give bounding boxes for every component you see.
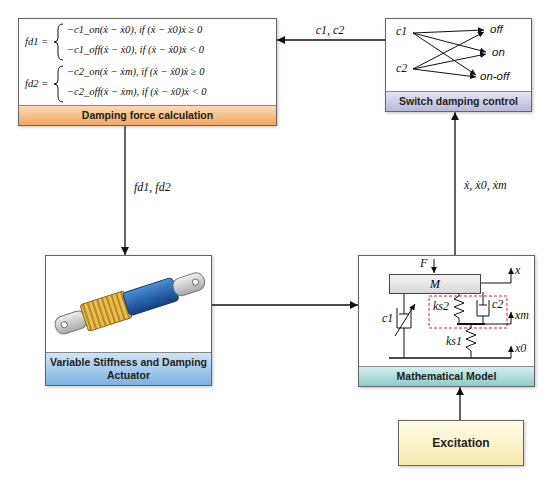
symbol-label: c2 [396,62,407,75]
symbol-label: x0 [515,342,526,355]
flow-arrow [212,304,358,305]
symbol-label: xm [515,309,529,322]
box-title: Switch damping control [399,95,518,107]
edge-label: fd1, fd2 [132,180,173,195]
formula-text: −c1_off(ẋ − ẋ0), if (ẋ − ẋ0)ẋ < 0 [67,44,204,56]
formula-text: −c1_on(ẋ − ẋ0), if (ẋ − ẋ0)ẋ ≥ 0 [67,24,202,36]
symbol-label: on-off [480,70,509,83]
symbol-label: off [490,23,503,36]
switch-arrows [413,30,486,77]
box-title: Damping force calculation [82,109,213,121]
symbol-label: c1 [382,312,393,325]
flow-arrow [124,126,125,255]
edge-label: ẋ, ẋ0, ẋm [462,178,509,193]
symbol-label: on [492,46,505,59]
process-box: fd1 = −c1_on(ẋ − ẋ0), if (ẋ − ẋ0)ẋ ≥ 0 −c1… [18,18,277,126]
formula-text: −c2_off(ẋ − ẋm), if (ẋ − ẋ0)ẋ < 0 [67,86,206,98]
symbol-label: ks2 [433,300,449,313]
symbol-label: ks1 [446,335,462,348]
formula-braces [54,24,63,102]
mass-block: M [389,274,481,294]
formula-text: fd2 = [25,78,48,90]
symbol-label: F [420,257,427,270]
process-box: c1 c2 off on on-offSwitch damping control [385,18,532,112]
box-title: Excitation [432,436,489,451]
box-title: Mathematical Model [397,370,497,382]
process-box: Fx xm x0 c1 ks2 c2 ks1Mathematical Model M [358,255,535,387]
symbol-label: c2 [492,298,503,311]
symbol-label: x [515,264,520,277]
input-box: Excitation [398,420,524,466]
formula-text: fd1 = [25,36,48,48]
mass-label: M [430,277,440,292]
box-title: Variable Stiffness and Damping Actuator [50,356,207,381]
formula-text: −c2_on(ẋ − ẋm), if (ẋ − ẋ0)ẋ ≥ 0 [67,66,205,78]
flow-arrow [454,112,455,255]
process-box: Variable Stiffness and Damping Actuator [45,255,212,386]
actuator-drawing [51,266,208,341]
flow-arrow [277,39,385,40]
edge-label: c1, c2 [314,23,347,38]
symbol-label: c1 [396,25,407,38]
flow-arrow [459,387,460,420]
model-drawing [389,259,511,358]
